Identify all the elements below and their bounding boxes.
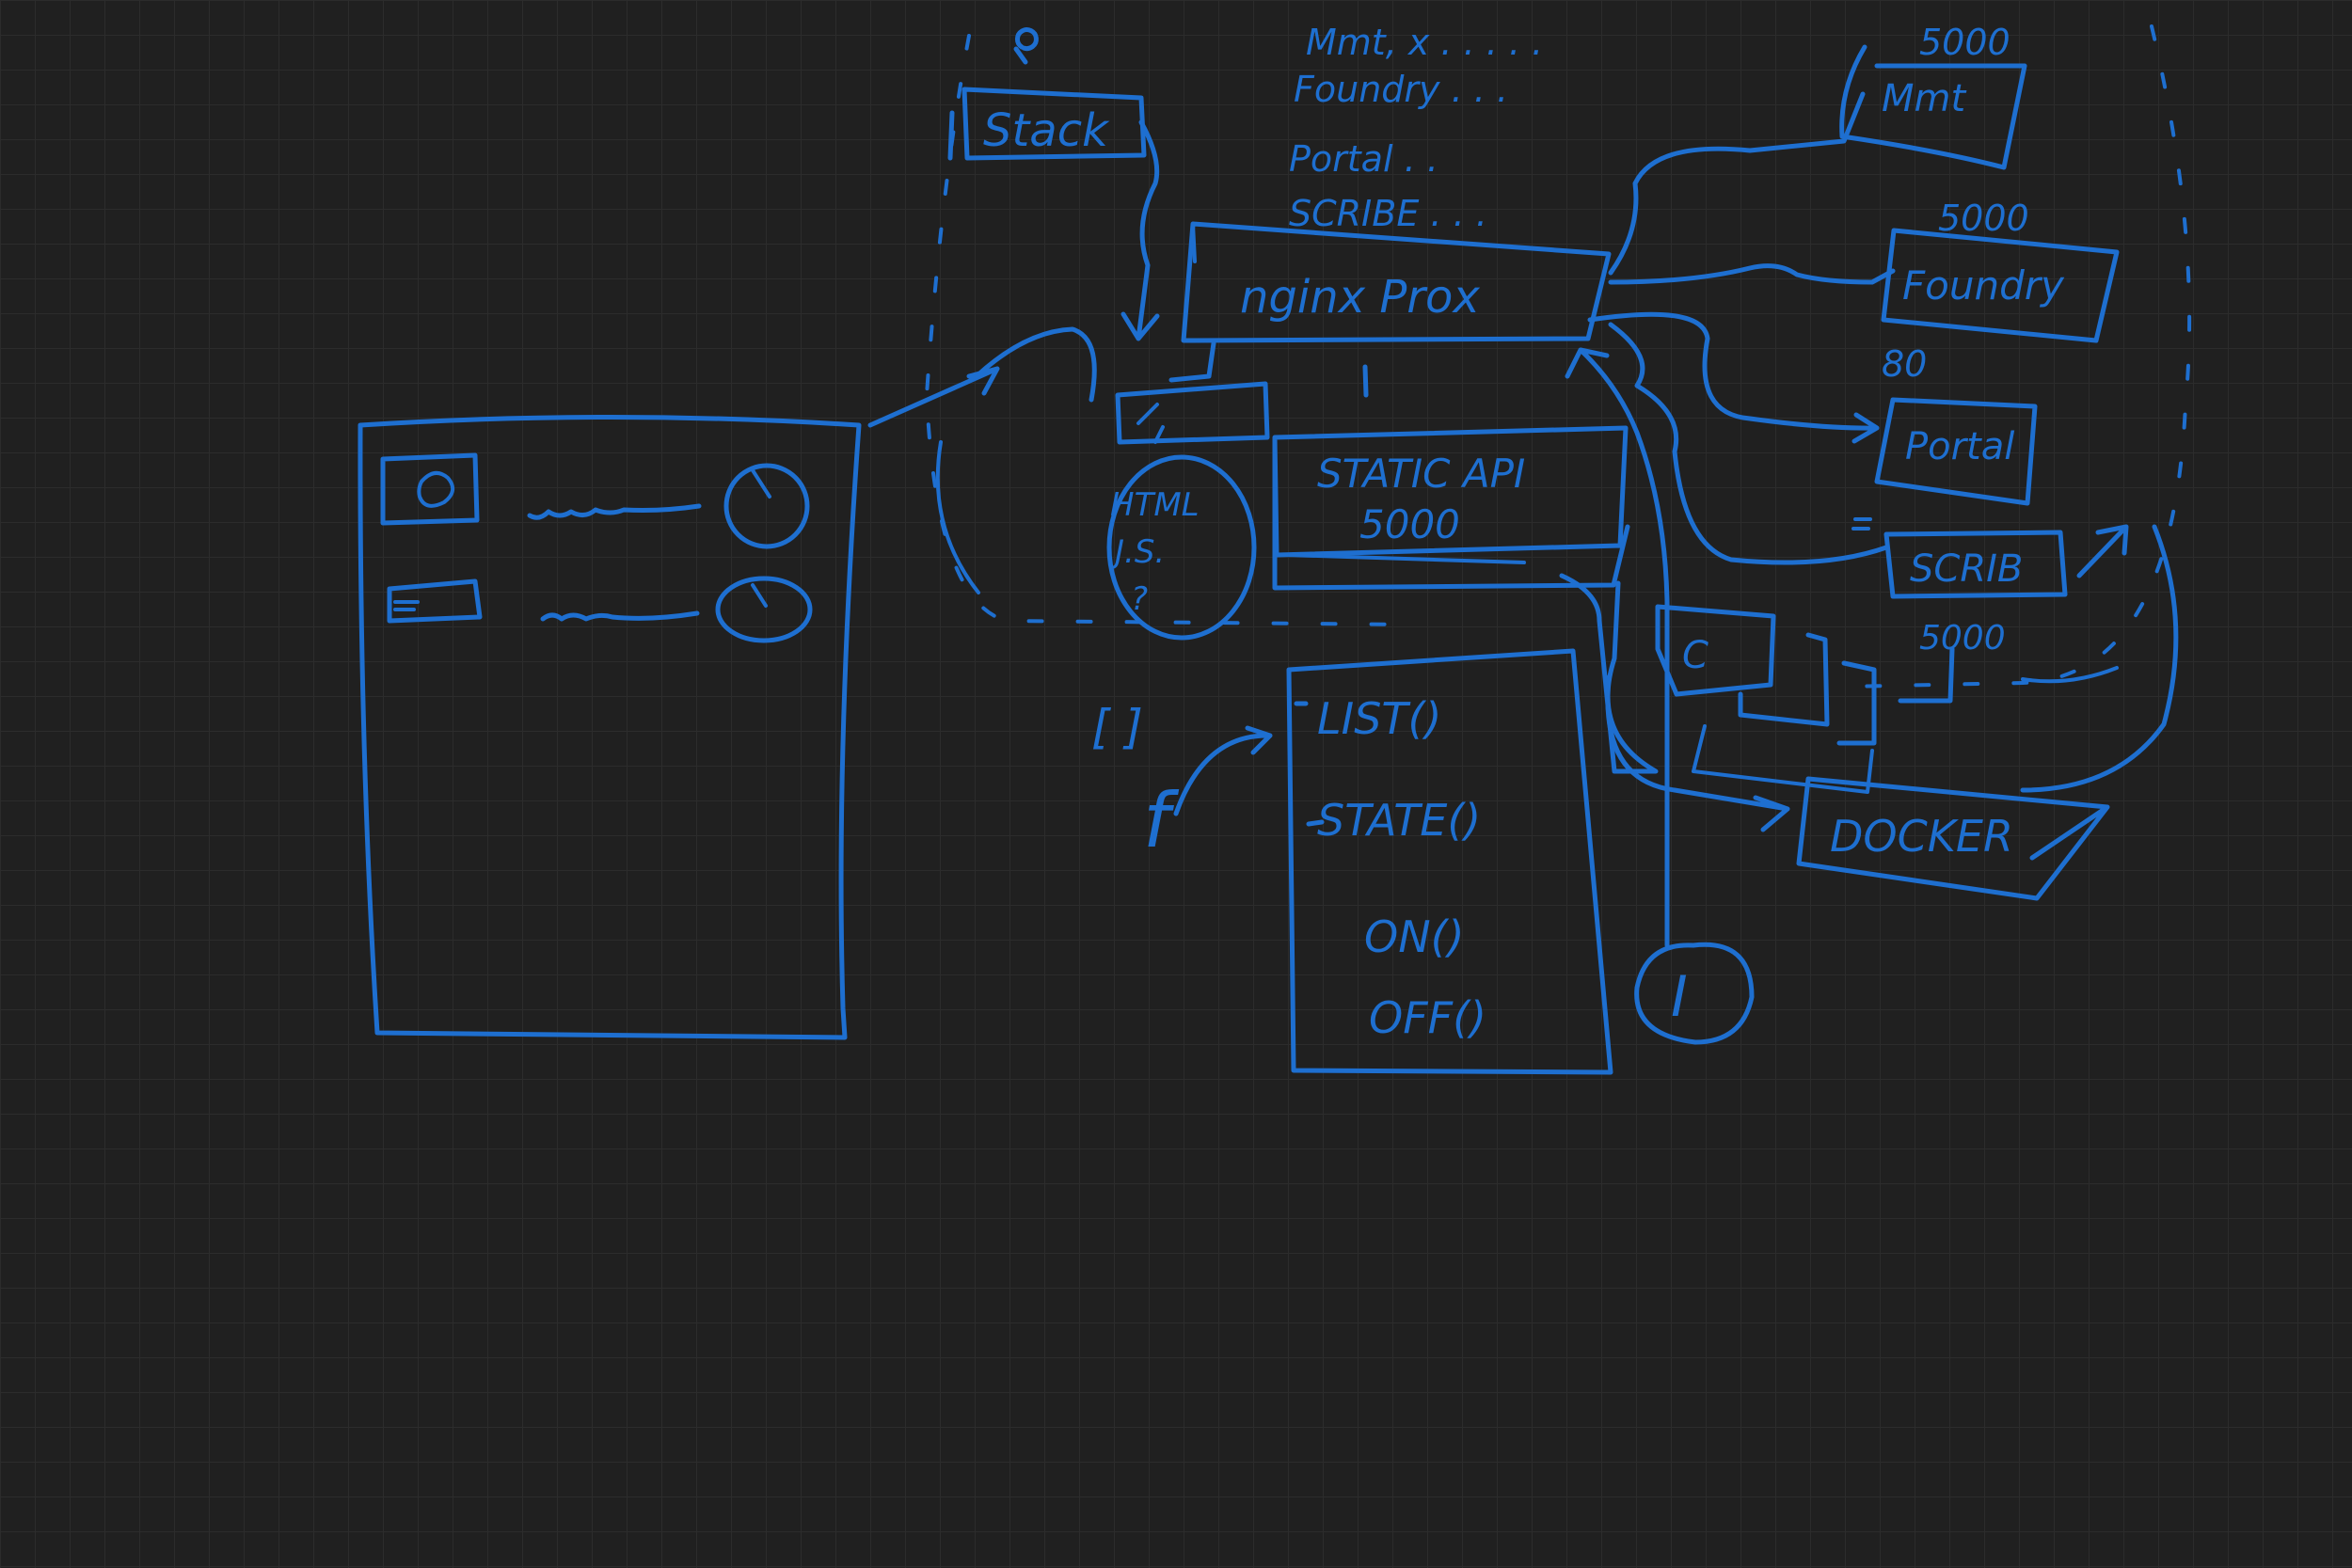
bullet-marks (1294, 701, 1325, 827)
stack-to-proxy-arrow (1120, 119, 1160, 341)
function-off: OFF() (1369, 992, 1486, 1043)
static-api-component: STATIC API 5000 (1272, 364, 1630, 591)
pin-icon (1013, 27, 1039, 65)
mmt-port: 5000 (1919, 22, 2010, 63)
scrib-service: SCRIB 5000 (1851, 517, 2068, 657)
proxy-to-mmt-line (1608, 91, 1866, 276)
function-state: STATE() (1317, 795, 1481, 846)
html-js-bubble (1106, 454, 1257, 641)
service-list-item-3: Portal . . (1289, 138, 1438, 180)
list-line-2 (540, 610, 700, 622)
proxy-to-scrib-line (1608, 322, 1889, 565)
equals-mark (1851, 517, 1872, 531)
to-docker-arrow (1605, 674, 1790, 832)
phone-mockup (358, 366, 1000, 1040)
boundary-to-docker-line (2020, 524, 2179, 793)
mmt-label: Mmt (1882, 77, 1966, 120)
info-to-proxy-line (1565, 347, 1670, 948)
web-client-arc (974, 326, 1097, 403)
photo-icon-cloud (417, 470, 455, 508)
toggle-tick-2 (751, 583, 768, 608)
web-client-arc-lower (935, 440, 980, 594)
docker-component: DOCKER (1796, 776, 2110, 901)
f-symbol: f (1143, 777, 1180, 864)
foundry-port: 5000 (1938, 198, 2029, 239)
service-list: Mmt, x . . . . . Foundry . . . Portal . … (1289, 22, 1543, 234)
js-label: J.S. (1109, 533, 1165, 571)
portal-port: 80 (1882, 343, 1927, 385)
service-list-item-4: SCRIBE . . . (1289, 193, 1487, 234)
proxy-to-foundry-line (1608, 263, 1896, 285)
function-on: ON() (1364, 911, 1465, 962)
info-label: I (1671, 964, 1688, 1030)
f-to-functions-arrow (1173, 725, 1273, 816)
toggle-circle-1 (723, 463, 810, 549)
functions-component: LIST() STATE() ON() OFF() [ ] f (1091, 648, 1613, 1075)
foundry-label: Foundry (1902, 262, 2065, 309)
nginx-proxy-label: nginx Prox (1240, 271, 1480, 324)
photo-icon (380, 452, 480, 526)
scrib-label: SCRIB (1910, 547, 2023, 591)
static-api-port: 5000 (1359, 501, 1460, 547)
stack-component: Stack (947, 27, 1160, 341)
docker-label: DOCKER (1830, 811, 2013, 862)
nginx-proxy-component: nginx Prox (1168, 221, 1612, 383)
web-client-component: HTML J.S. ? (935, 326, 1270, 641)
toggle-tick-1 (751, 468, 771, 499)
service-list-item-2: Foundry . . . (1294, 69, 1508, 110)
mini-box-mark (1136, 403, 1165, 444)
service-list-item-1: Mmt, x . . . . . (1306, 22, 1543, 63)
array-brackets: [ ] (1091, 700, 1143, 754)
card-icon (387, 578, 483, 624)
question-label: ? (1131, 580, 1148, 618)
info-circle-component: I (1565, 347, 1755, 1045)
list-line-1 (527, 503, 702, 520)
mmt-service: 5000 Mmt (1839, 22, 2027, 170)
function-list: LIST() (1317, 693, 1441, 744)
container-box: C (1655, 604, 1877, 794)
proxy-connector (1168, 341, 1216, 383)
static-api-label: STATIC API (1317, 451, 1525, 497)
stack-label: Stack (983, 104, 1110, 157)
scrib-underline (2021, 666, 2119, 684)
html-label: HTML (1110, 486, 1200, 524)
portal-service: 80 Portal (1874, 343, 2038, 506)
scrib-port-connector (1898, 646, 1955, 704)
foundry-service: 5000 Foundry (1881, 198, 2120, 343)
portal-label: Portal (1905, 425, 2014, 468)
toggle-circle-2 (715, 576, 813, 643)
proxy-to-portal-line (1587, 311, 1880, 444)
scrib-port: 5000 (1919, 619, 2006, 657)
mini-box (1115, 381, 1270, 445)
scrib-arrow (2076, 524, 2129, 578)
card-icon-detail (393, 600, 420, 611)
container-label: C (1682, 634, 1708, 677)
